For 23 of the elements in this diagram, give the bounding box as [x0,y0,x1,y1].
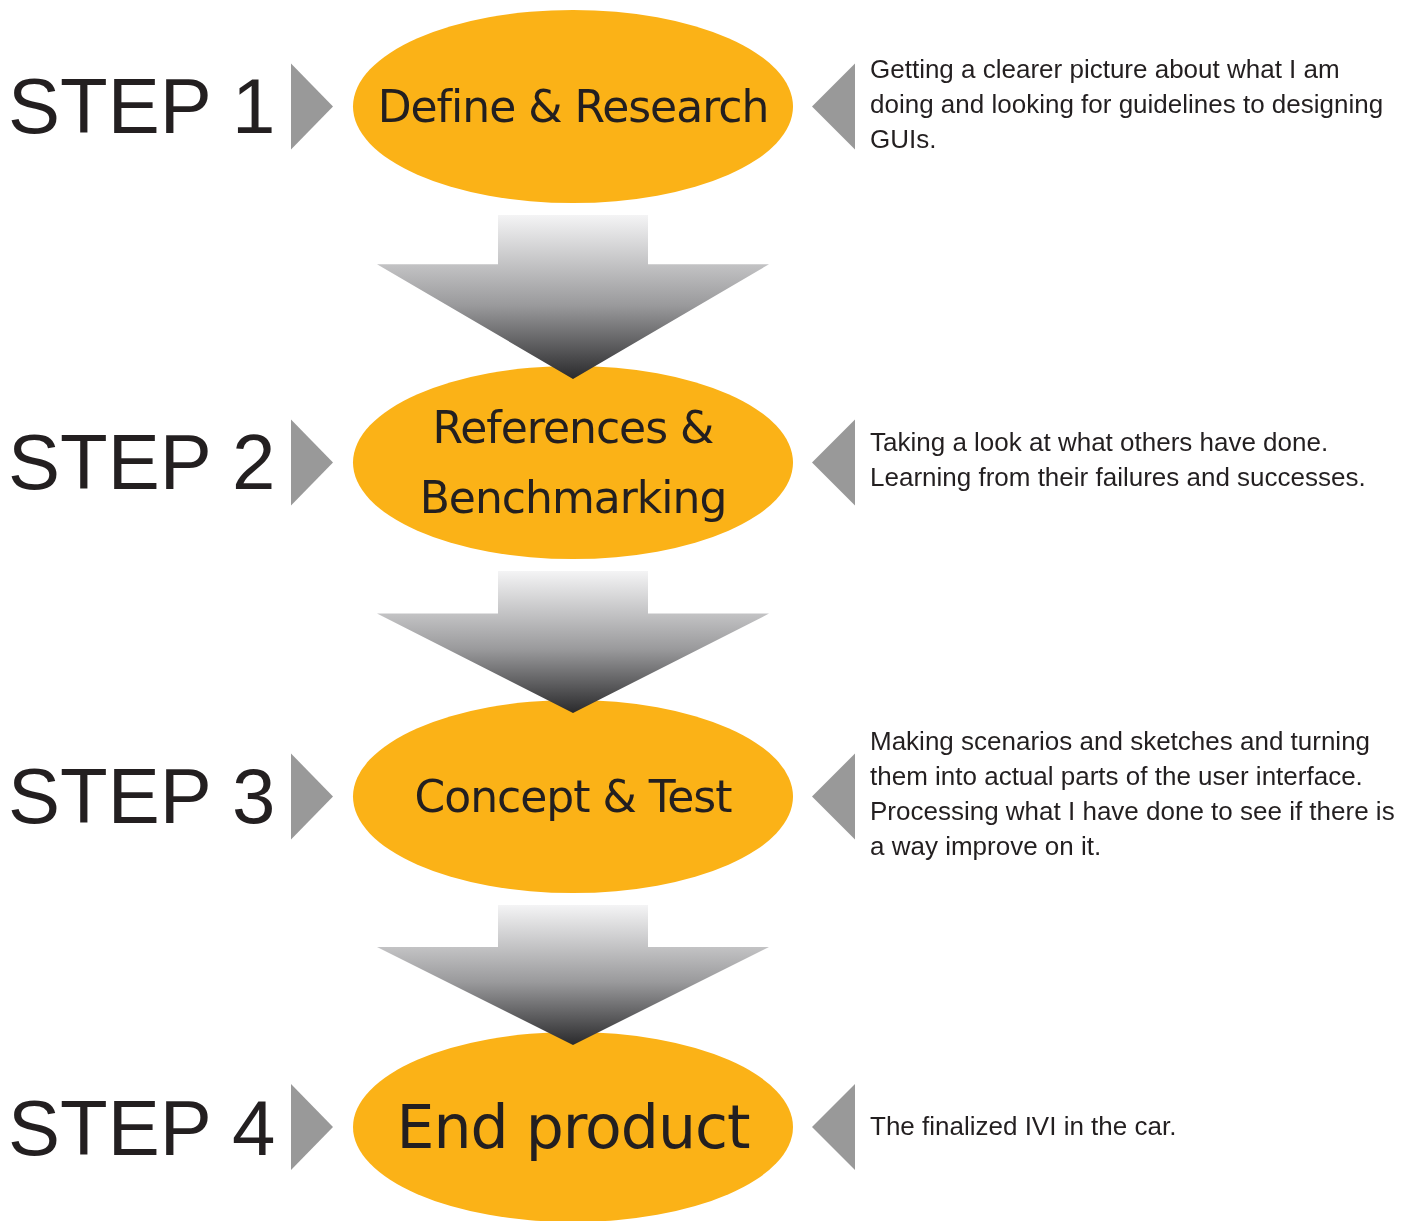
chevron-arrow [812,63,855,150]
step-label: STEP 1 [8,67,276,145]
step-description: Making scenarios and sketches and turning them into actual parts of the user interface. Processing what I have done to see if there is a way improve on it. [870,725,1396,863]
chevron-arrow [812,753,855,840]
chevron-arrow [291,63,333,150]
chevron-arrow [291,1084,333,1170]
chevron-arrow [291,419,333,506]
step-description: The finalized IVI in the car. [870,1109,1177,1143]
block-arrow [377,215,769,379]
step-label: STEP 3 [8,757,276,835]
block-arrow [377,571,769,713]
step-label: STEP 4 [8,1089,276,1167]
chevron-arrow [812,1084,855,1170]
step-title: Concept & Test [413,769,733,824]
step-label: STEP 2 [8,423,276,501]
block-arrow [377,905,769,1045]
step-title: Define & Research [376,79,770,134]
step-description: Getting a clearer picture about what I am doing and looking for guidelines to designing GUIs. [870,52,1385,156]
chevron-arrow [291,753,333,840]
chevron-arrow [812,419,855,506]
step-description: Taking a look at what others have done. Learning from their failures and successes. [870,426,1367,494]
step-title: End product [395,1094,751,1160]
step-title: References & Benchmarking [418,400,728,525]
